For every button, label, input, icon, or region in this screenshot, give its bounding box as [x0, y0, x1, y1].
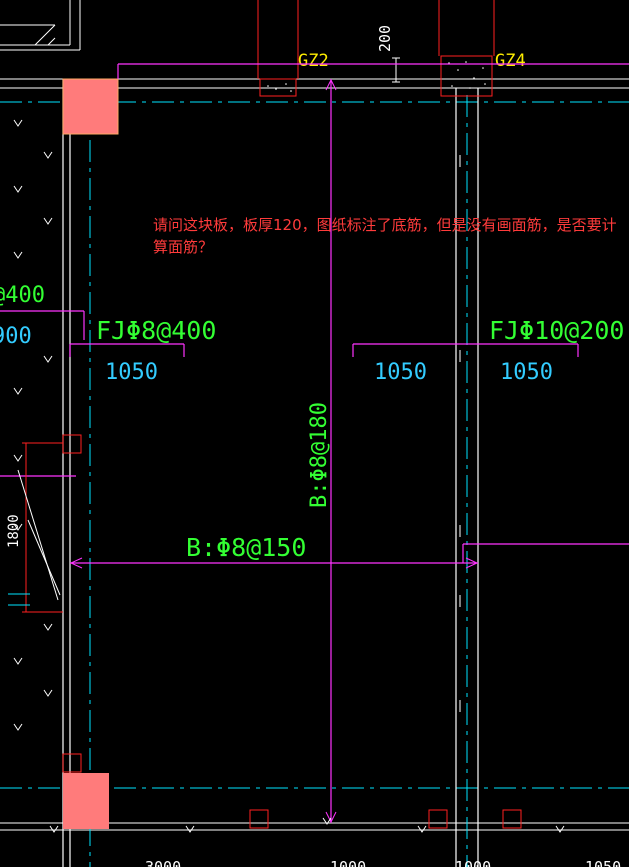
- bottom-dim-2: 1000: [330, 858, 366, 867]
- question-annotation: 请问这块板，板厚120，图纸标注了底筋，但是没有画面筋，是否要计算面筋？: [153, 216, 617, 256]
- fj-left-label: FJΦ8@400: [96, 316, 216, 345]
- stair-white-lines: [17, 469, 61, 601]
- column-hatching: [267, 61, 486, 92]
- dim-200-marks: [392, 57, 400, 83]
- column-label-gz2: GZ2: [298, 51, 329, 71]
- rebar-arrowheads: [69, 78, 479, 824]
- bottom-dim-3: 1000: [455, 858, 491, 867]
- bottom-dim-4: 1050: [585, 858, 621, 867]
- bottom-rebar-horizontal-label: B:Φ8@150: [186, 533, 306, 562]
- top-left-frame: [0, 0, 81, 51]
- rebar-lines: [0, 63, 629, 823]
- small-column-bottom-2: [428, 809, 448, 829]
- left-rebar-label-1: @400: [0, 283, 45, 308]
- corner-column-top-left: [62, 78, 119, 135]
- red-column-outlines: [257, 0, 495, 97]
- fj-mid-length: 1050: [374, 360, 427, 385]
- bottom-dim-1: 3000: [145, 858, 181, 867]
- left-wall-lines: [62, 79, 71, 867]
- left-rebar-label-2: 900: [0, 324, 32, 349]
- small-column-bottom-1: [249, 809, 269, 829]
- bottom-rebar-vertical-label: B:Φ8@180: [307, 402, 332, 508]
- left-axis-markers: [8, 593, 30, 606]
- fj-right-label: FJΦ10@200: [489, 316, 624, 345]
- bottom-down-arrows: [49, 817, 565, 833]
- middle-wall-lines: [455, 88, 479, 867]
- corner-column-bottom-left: [63, 773, 109, 829]
- left-down-arrows: [13, 119, 53, 731]
- dim-1800-text: 1800: [6, 514, 22, 548]
- dim-200-text: 200: [376, 25, 394, 52]
- small-column-bottom-3: [502, 809, 522, 829]
- fj-right-length: 1050: [500, 360, 553, 385]
- small-column-left-1: [62, 434, 82, 454]
- fj-left-length: 1050: [105, 360, 158, 385]
- small-column-left-2: [62, 753, 82, 773]
- stair-red-lines: [22, 442, 63, 613]
- column-label-gz4: GZ4: [495, 51, 526, 71]
